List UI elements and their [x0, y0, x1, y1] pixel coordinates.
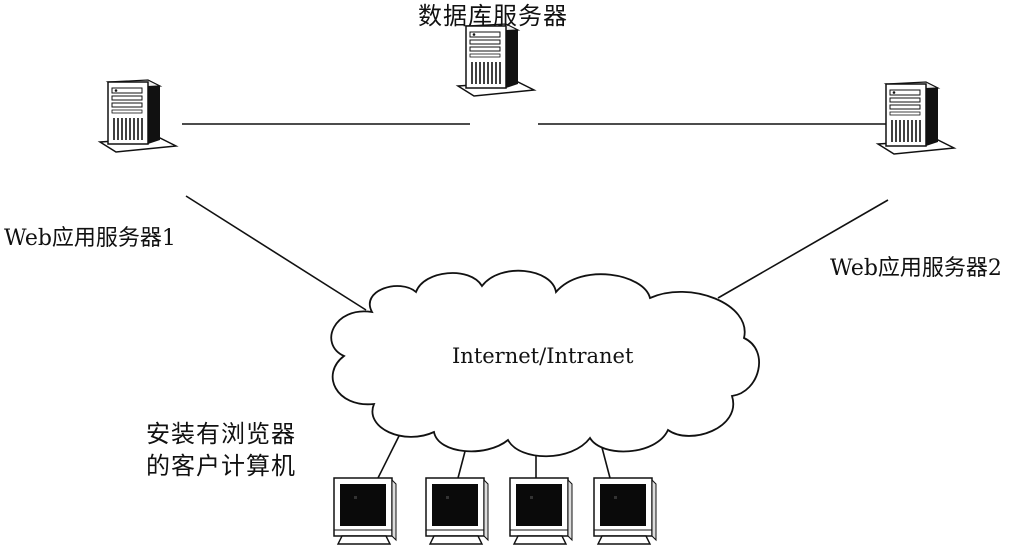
cloud-icon — [330, 269, 760, 458]
clients-label-line-1: 安装有浏览器 — [146, 420, 296, 448]
link-web2-cloud — [717, 199, 889, 299]
db-server-icon — [457, 23, 535, 97]
client-monitor-3-icon — [509, 477, 573, 545]
link-web1-cloud — [185, 195, 367, 311]
network-label: Internet/Intranet — [452, 344, 634, 368]
web-server-1-label: Web应用服务器1 — [4, 226, 176, 251]
db-server-label: 数据库服务器 — [418, 2, 568, 30]
web-server-2-label: Web应用服务器2 — [830, 256, 1002, 281]
client-monitor-1-icon — [333, 477, 397, 545]
clients-label-line-2: 的客户计算机 — [146, 452, 296, 480]
web-server-1-icon — [99, 79, 177, 153]
client-monitor-2-icon — [425, 477, 489, 545]
client-monitor-4-icon — [593, 477, 657, 545]
web-server-2-icon — [877, 81, 955, 155]
link-cloud-client-1 — [377, 429, 403, 479]
